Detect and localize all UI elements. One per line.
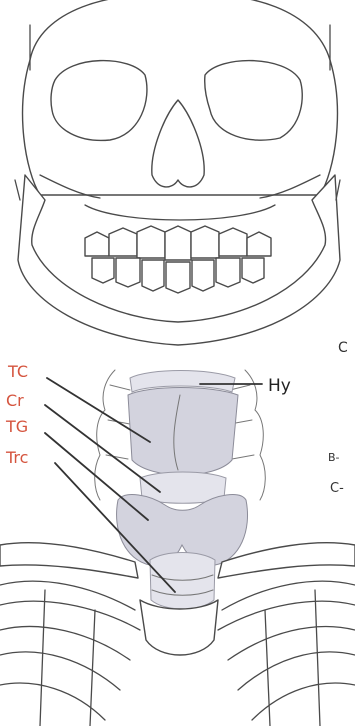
label-tc: TC [7,362,28,381]
skull [23,0,338,220]
lower-teeth [92,258,264,293]
edge-text-c-top: C [338,340,348,356]
mandible [15,175,340,345]
upper-teeth [85,226,271,260]
thyroid-cartilage [128,388,238,476]
label-hy: Hy [268,376,291,396]
edge-text-b: B- [328,451,340,464]
label-trc: Trc [5,448,28,467]
edge-text-c-bottom: C- [330,481,344,496]
label-tg: TG [5,417,28,436]
label-cr: Cr [6,391,24,410]
